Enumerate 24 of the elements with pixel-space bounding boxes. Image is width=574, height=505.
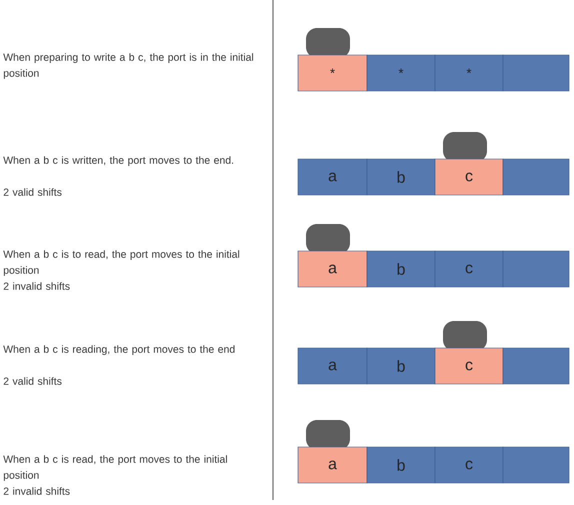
tape-cell: c bbox=[434, 348, 504, 384]
tape-cell: b bbox=[366, 348, 436, 384]
tape-cell: * bbox=[434, 54, 504, 92]
tape-cell: c bbox=[434, 158, 504, 196]
tape-cell: b bbox=[366, 250, 436, 288]
caption-text: When a b c is reading, the port moves to the end bbox=[3, 345, 234, 355]
caption-text: 2 valid shifts bbox=[4, 188, 62, 196]
tape-cell: a bbox=[298, 250, 368, 288]
tape-cell: c bbox=[434, 250, 504, 288]
caption-text: 2 invalid shifts bbox=[4, 282, 70, 290]
caption-text: When a b c is read, the port moves to the initial position bbox=[3, 455, 227, 481]
tape-cell: * bbox=[366, 54, 436, 92]
tape-cell: b bbox=[366, 158, 436, 196]
caption-text: 2 invalid shifts bbox=[4, 487, 70, 495]
tape-cell: c bbox=[434, 446, 504, 484]
tape-cell: a bbox=[298, 158, 368, 196]
caption-text: When a b c is written, the port moves to the end. bbox=[3, 156, 234, 166]
tape-cell: * bbox=[298, 54, 368, 92]
caption-text: When a b c is to read, the port moves to the initial position bbox=[3, 250, 240, 276]
caption-text: 2 valid shifts bbox=[4, 377, 62, 385]
caption-text: When preparing to write a b c, the port is in the initial position bbox=[3, 53, 254, 79]
tape-cell: a bbox=[298, 446, 368, 484]
tape-cell: b bbox=[366, 446, 436, 484]
tape-cell: a bbox=[298, 348, 368, 384]
